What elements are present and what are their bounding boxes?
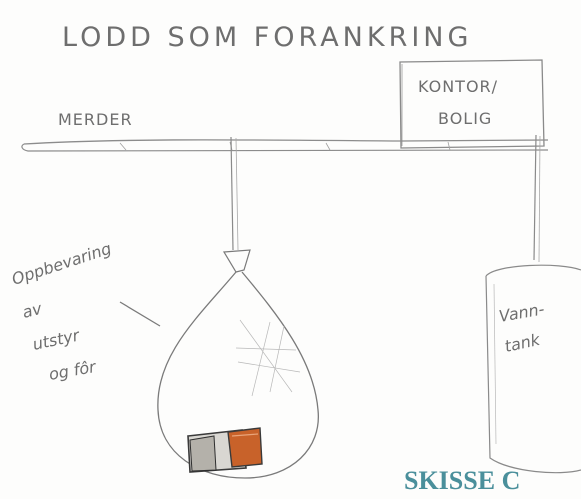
tank-label-line2: tank xyxy=(503,330,542,356)
storage-label-line1: Oppbevaring xyxy=(9,239,113,289)
bag-knot xyxy=(222,249,251,273)
office-box xyxy=(399,59,545,149)
walkway-bottom-edge xyxy=(21,143,549,153)
tank-shading xyxy=(493,283,497,445)
bag-rope xyxy=(230,136,234,251)
storage-bag xyxy=(157,271,319,479)
storage-label-line2: av xyxy=(20,299,44,322)
tank-top xyxy=(485,264,581,277)
bag-netting xyxy=(235,319,301,397)
tank-rope xyxy=(533,134,537,261)
sketch-title: LODD SOM FORANKRING xyxy=(62,22,472,53)
merder-label: MERDER xyxy=(58,110,133,129)
tank-label-line1: Vann- xyxy=(497,299,546,326)
office-label-line2: BOLIG xyxy=(438,109,492,128)
storage-label-line3: utstyr xyxy=(31,325,82,354)
storage-label-line4: og fôr xyxy=(47,357,98,384)
equipment-box-side xyxy=(189,435,217,472)
tank-body xyxy=(485,275,581,474)
bag-rope-second xyxy=(235,137,239,251)
storage-pointer-line xyxy=(119,301,161,327)
sketch-caption: SKISSE C xyxy=(404,466,521,495)
walkway-top-edge xyxy=(23,139,549,145)
tank-rope-second xyxy=(538,135,541,263)
feed-sack xyxy=(227,427,263,468)
feed-sack-highlight xyxy=(231,433,259,437)
office-label-line1: KONTOR/ xyxy=(418,77,498,96)
